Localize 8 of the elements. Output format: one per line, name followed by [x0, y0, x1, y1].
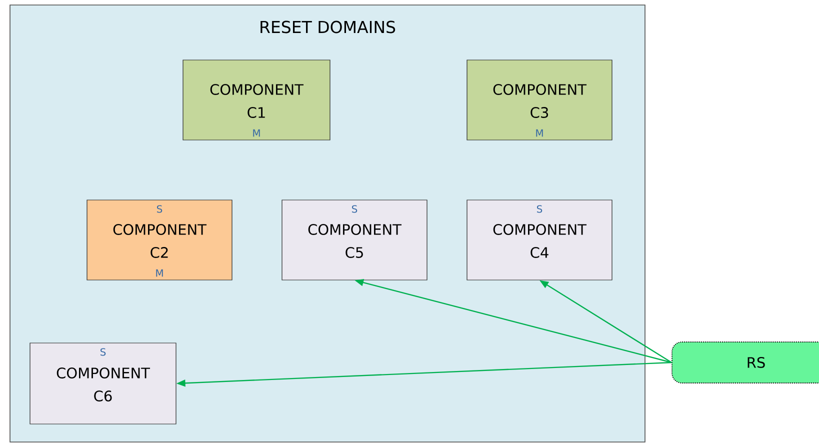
port-label: S: [100, 348, 106, 356]
signal-pill: RS: [672, 342, 819, 384]
port-label: M: [536, 129, 543, 137]
port-label: S: [352, 205, 358, 213]
port-label: S: [537, 205, 542, 213]
port-label: M: [253, 129, 260, 137]
port-label: M: [156, 269, 163, 277]
port-label: S: [157, 205, 162, 213]
